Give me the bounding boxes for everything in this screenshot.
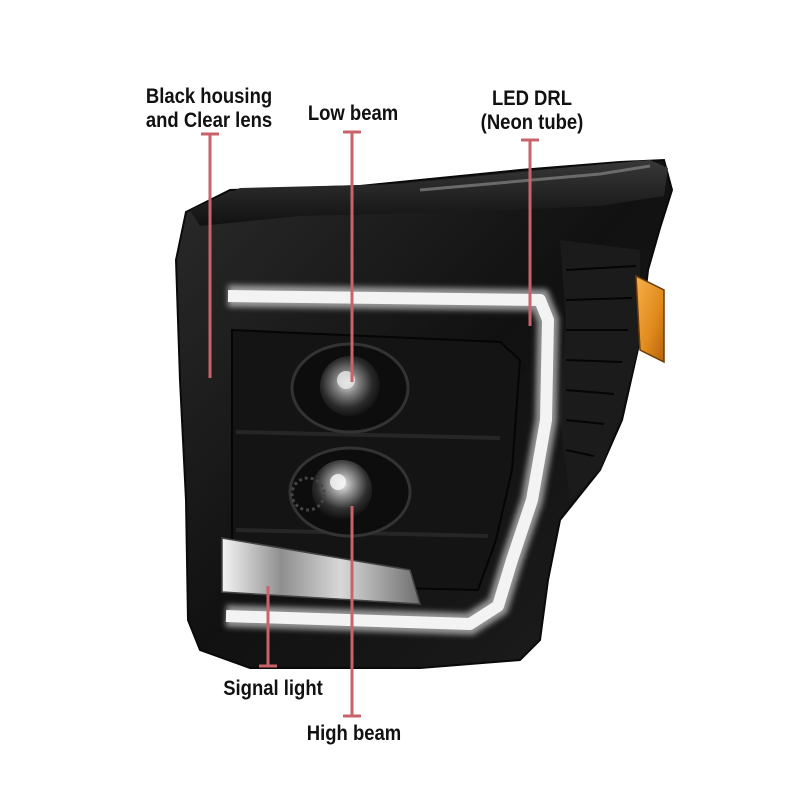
- callout-housing: Black housing and Clear lens: [143, 85, 275, 133]
- side-fins: [560, 240, 640, 500]
- callout-low-beam: Low beam: [307, 102, 399, 125]
- callout-drl-line2: (Neon tube): [480, 111, 584, 134]
- callout-drl-line1: LED DRL: [491, 87, 573, 110]
- callout-drl: LED DRL (Neon tube): [470, 87, 593, 135]
- callout-high-beam: High beam: [306, 722, 402, 745]
- signal-light: [221, 537, 422, 605]
- lens-highlight: [419, 164, 651, 192]
- low-beam-projector: [290, 342, 410, 434]
- led-drl-tube: [225, 290, 554, 630]
- callout-housing-line1: Black housing: [145, 85, 273, 108]
- high-beam-projector: [288, 446, 412, 538]
- callout-housing-line2: and Clear lens: [145, 109, 273, 132]
- clear-lens-top: [190, 160, 668, 226]
- callout-lines: [201, 130, 539, 718]
- callout-signal-light: Signal light: [223, 677, 323, 700]
- amber-side-marker: [635, 274, 665, 364]
